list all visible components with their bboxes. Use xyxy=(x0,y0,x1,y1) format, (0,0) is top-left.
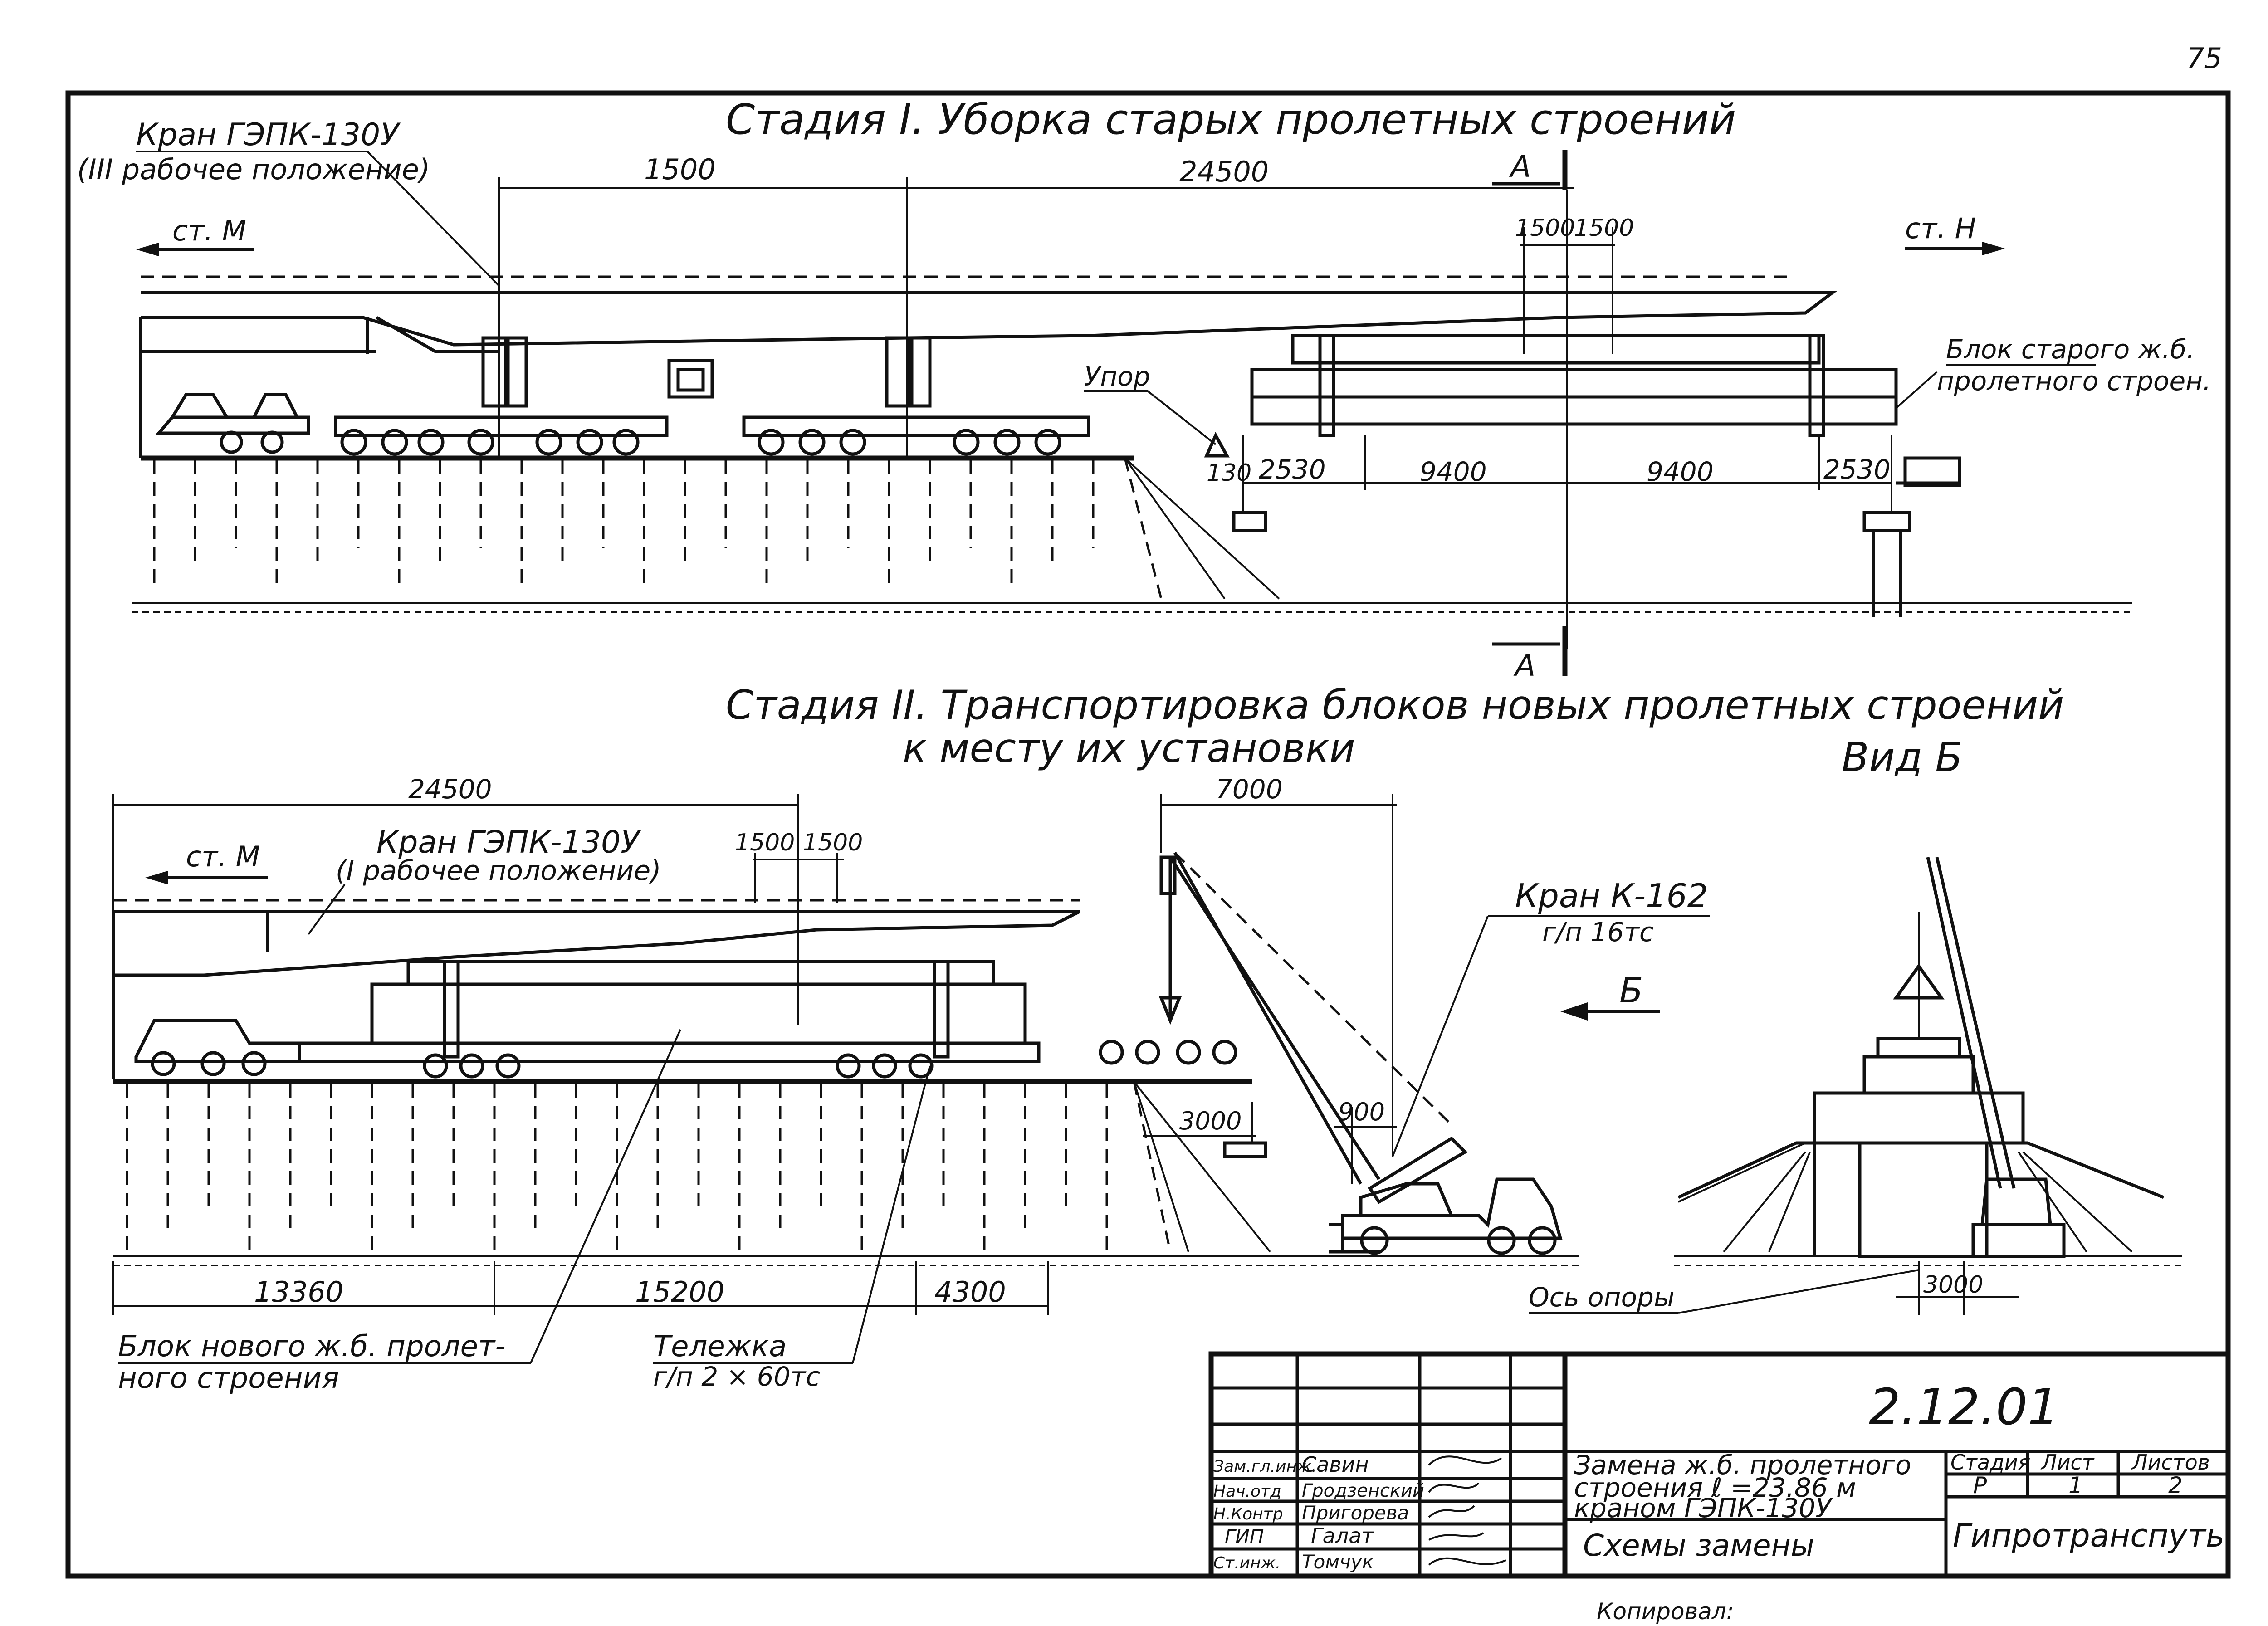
stage2-dim-7000: 7000 xyxy=(1216,774,1283,805)
stage2-crane-label: Кран ГЭПК-130У xyxy=(376,825,641,860)
view-b-drawing: Ось опоры 3000 xyxy=(1529,857,2182,1315)
section-mark-a-top: А xyxy=(1509,149,1531,184)
tb-val-stage: Р xyxy=(1973,1472,1987,1499)
stage2-title-line1: Стадия II. Транспортировка блоков новых … xyxy=(726,682,2064,728)
stage1-dim-9400-l: 9400 xyxy=(1420,456,1487,487)
tb-role: Н.Контр xyxy=(1213,1505,1283,1523)
stage2-station-left: ст. М xyxy=(186,840,260,873)
tb-name: Гродзенский xyxy=(1302,1480,1424,1501)
stage2-dim-4300: 4300 xyxy=(934,1275,1006,1309)
tb-name: Галат xyxy=(1311,1523,1374,1548)
old-block-label-1: Блок старого ж.б. xyxy=(1946,334,2195,365)
stage1-crane-label: Кран ГЭПК-130У xyxy=(136,117,401,153)
pier-axis-label: Ось опоры xyxy=(1529,1282,1675,1313)
stage1-station-left: ст. М xyxy=(172,214,246,247)
tb-role: Зам.гл.инж. xyxy=(1213,1457,1317,1476)
tb-role: Нач.отд xyxy=(1213,1482,1281,1501)
stage2-view-label: Вид Б xyxy=(1842,734,1963,781)
new-block-label-2: ного строения xyxy=(118,1362,339,1395)
tb-description-2: строения ℓ =23.86 м xyxy=(1574,1472,1856,1503)
stage2-dim-900: 900 xyxy=(1338,1098,1385,1126)
stage2-dim-1500-a: 1500 xyxy=(735,829,795,856)
stage1-title: Стадия I. Уборка старых пролетных строен… xyxy=(726,95,1736,144)
stage1-piles xyxy=(153,460,1095,585)
stage1-dim-2530-l: 2530 xyxy=(1259,454,1326,485)
tb-role: ГИП xyxy=(1225,1525,1264,1548)
old-block-label-2: пролетного строен. xyxy=(1937,366,2211,396)
stage2-title-line2: к месту их установки xyxy=(903,725,1355,771)
bogie-capacity: г/п 2 × 60тс xyxy=(653,1361,820,1392)
stage2-dim-13360: 13360 xyxy=(254,1275,343,1309)
tb-name: Пригорева xyxy=(1302,1502,1409,1524)
stage2-view-arrow-label: Б xyxy=(1619,970,1643,1011)
tb-description-3: краном ГЭПК-130У xyxy=(1574,1493,1833,1523)
crane-k162-capacity: г/п 16тс xyxy=(1542,917,1654,947)
section-mark-a-bottom: А xyxy=(1513,648,1535,683)
tb-sheet-title: Схемы замены xyxy=(1583,1528,1814,1563)
stage1-dim-130: 130 xyxy=(1207,459,1251,487)
tb-roles: Зам.гл.инж. Савин Нач.отд Гродзенский Н.… xyxy=(1213,1452,1424,1573)
pier-dim-3000: 3000 xyxy=(1923,1271,1983,1299)
tb-col-sheet: Лист xyxy=(2040,1450,2095,1475)
stage1-stop-label: Упор xyxy=(1084,361,1150,392)
tb-role: Ст.инж. xyxy=(1213,1554,1281,1572)
sheet-frame xyxy=(65,90,2231,1579)
crane-k162-label: Кран К-162 xyxy=(1515,877,1708,915)
tb-name: Томчук xyxy=(1302,1551,1374,1573)
stage1-dim-9400-r: 9400 xyxy=(1647,456,1714,487)
stage2-crane-position: (I рабочее положение) xyxy=(336,855,661,887)
tb-description-1: Замена ж.б. пролетного xyxy=(1574,1450,1911,1480)
stage2-dim-1500-b: 1500 xyxy=(803,829,863,856)
stage1-dim-1500-b: 1500 xyxy=(1574,215,1634,242)
stage1-dim-1500: 1500 xyxy=(644,153,716,186)
stage2-dim-3000: 3000 xyxy=(1179,1107,1242,1135)
stage1-dim-2530-r: 2530 xyxy=(1823,454,1891,485)
stage2-wheels xyxy=(151,1040,1237,1079)
tb-org: Гипротранспуть xyxy=(1953,1517,2224,1554)
stage2-drawing: Стадия II. Транспортировка блоков новых … xyxy=(112,682,2064,1395)
stage2-dim-15200: 15200 xyxy=(635,1275,724,1309)
stage1-dim-1500-a: 1500 xyxy=(1515,215,1575,242)
stage1-drawing: Стадия I. Уборка старых пролетных строен… xyxy=(77,95,2211,683)
stage1-wheels xyxy=(220,429,1061,456)
tb-col-stage: Стадия xyxy=(1950,1450,2030,1475)
tb-col-sheets: Листов xyxy=(2131,1450,2210,1475)
new-block-label-1: Блок нового ж.б. пролет- xyxy=(118,1330,505,1363)
stage1-dim-24500: 24500 xyxy=(1179,155,1269,188)
drawing-number: 2.12.01 xyxy=(1869,1378,2059,1436)
page-number: 75 xyxy=(2186,42,2222,75)
new-span-block xyxy=(370,982,1027,1045)
tb-val-sheets: 2 xyxy=(2168,1472,2183,1499)
bogie-label: Тележка xyxy=(653,1330,787,1363)
tb-copied: Копировал: xyxy=(1597,1598,1734,1625)
stage1-crane-position: (III рабочее положение) xyxy=(77,153,430,186)
tb-name: Савин xyxy=(1302,1452,1369,1477)
old-span-block xyxy=(1291,334,1821,365)
stage2-dim-24500: 24500 xyxy=(408,774,492,805)
stage1-station-right: ст. Н xyxy=(1905,212,1976,245)
stage2-piles xyxy=(126,1084,1108,1250)
tb-val-sheet: 1 xyxy=(2068,1472,2083,1499)
title-block: 2.12.01 Замена ж.б. пролетного строения … xyxy=(1208,1351,2231,1625)
